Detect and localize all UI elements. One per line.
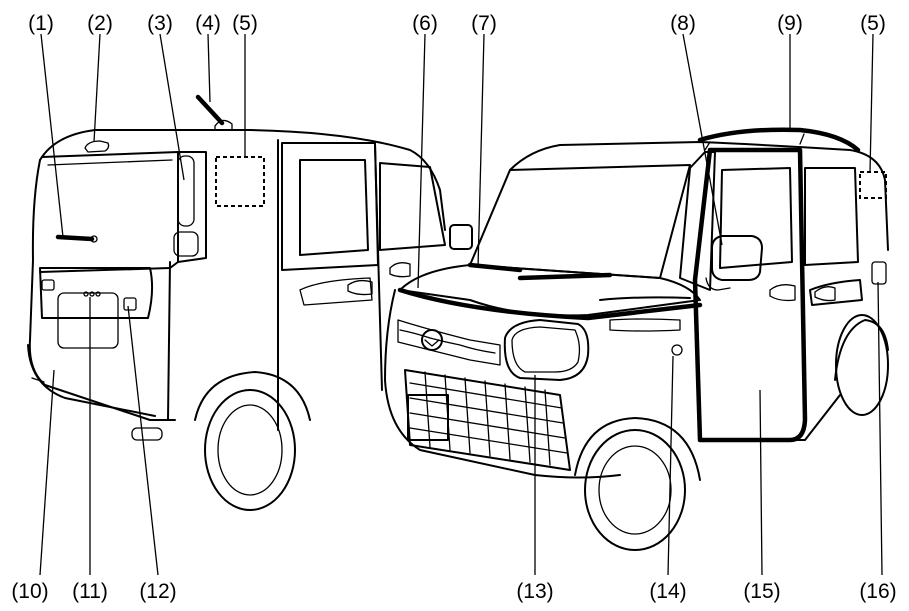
- callout-11: (11): [72, 580, 108, 603]
- rear-vehicle-illustration: [27, 94, 473, 511]
- callout-10: (10): [11, 580, 48, 603]
- callout-9: (9): [777, 12, 803, 35]
- callout-labels: (1) (2) (3) (4) (5) (6) (7) (8) (9) (5) …: [11, 12, 896, 603]
- callout-6: (6): [412, 12, 438, 35]
- callout-16: (16): [859, 580, 896, 603]
- callout-5-rear: (5): [232, 12, 258, 35]
- callout-4: (4): [195, 12, 221, 35]
- callout-5-front: (5): [860, 12, 886, 35]
- callout-7: (7): [471, 12, 497, 35]
- front-vehicle-illustration: [384, 127, 889, 551]
- callout-14: (14): [649, 580, 686, 603]
- callout-8: (8): [670, 12, 696, 35]
- callout-leader-lines: [39, 33, 883, 576]
- callout-12: (12): [139, 580, 176, 603]
- callout-2: (2): [87, 12, 113, 35]
- callout-1: (1): [28, 12, 54, 35]
- callout-15: (15): [743, 580, 780, 603]
- callout-13: (13): [516, 580, 553, 603]
- callout-3: (3): [147, 12, 173, 35]
